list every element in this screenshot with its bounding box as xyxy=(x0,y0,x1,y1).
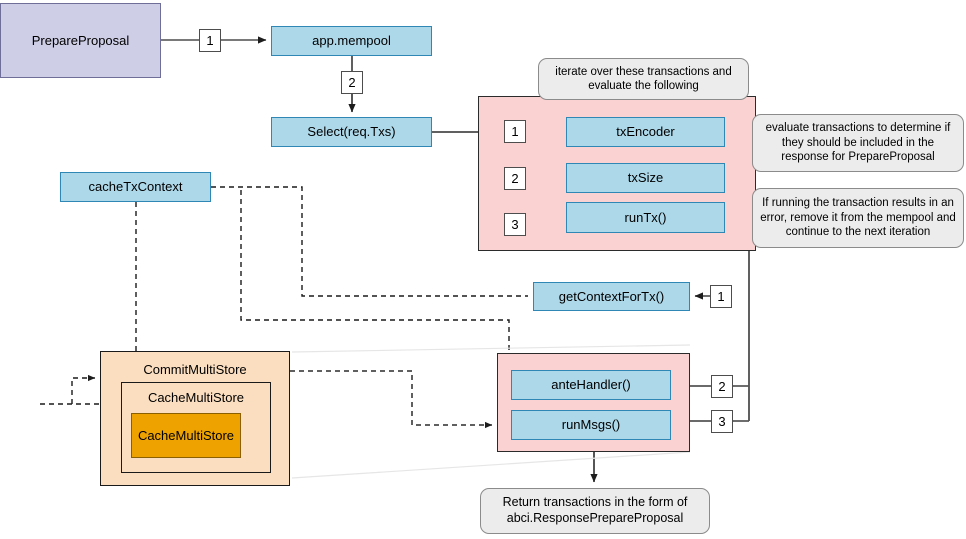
node-prepare-proposal[interactable]: PrepareProposal xyxy=(0,3,161,78)
cache-multi-store-outer-text: CacheMultiStore xyxy=(147,390,245,405)
badge-msgs-3: 3 xyxy=(711,410,733,433)
node-run-tx[interactable]: runTx() xyxy=(566,202,725,233)
badge-label: 2 xyxy=(348,75,356,90)
node-app-mempool-label: app.mempool xyxy=(312,33,391,49)
badge-iter-2: 2 xyxy=(504,167,526,190)
node-cache-multi-store-inner-label: CacheMultiStore xyxy=(137,427,235,443)
note-iterate-text: iterate over these transactions and eval… xyxy=(555,65,732,92)
note-return-response: Return transactions in the form of abci.… xyxy=(480,488,710,534)
note-evaluate-transactions: evaluate transactions to determine if th… xyxy=(752,114,964,172)
commit-multi-store-text: CommitMultiStore xyxy=(143,362,247,377)
badge-step-1-top: 1 xyxy=(199,29,221,52)
node-run-tx-label: runTx() xyxy=(624,209,667,225)
badge-ctx-1: 1 xyxy=(710,285,732,308)
node-select-req-txs-label: Select(req.Txs) xyxy=(307,124,396,140)
group-cache-multi-store-outer-label: CacheMultiStore xyxy=(121,390,271,405)
badge-label: 2 xyxy=(718,379,726,394)
badge-label: 3 xyxy=(718,414,726,429)
node-tx-encoder-label: txEncoder xyxy=(616,124,675,140)
node-ante-handler-label: anteHandler() xyxy=(551,377,631,393)
node-tx-encoder[interactable]: txEncoder xyxy=(566,117,725,147)
node-run-msgs[interactable]: runMsgs() xyxy=(511,410,671,440)
badge-label: 1 xyxy=(206,33,214,48)
badge-ante-2: 2 xyxy=(711,375,733,398)
node-cache-tx-context-label: cacheTxContext xyxy=(88,179,183,195)
badge-iter-3: 3 xyxy=(504,213,526,236)
node-select-req-txs[interactable]: Select(req.Txs) xyxy=(271,117,432,147)
note-error-handling: If running the transaction results in an… xyxy=(752,188,964,248)
badge-iter-1: 1 xyxy=(504,120,526,143)
note-return-text: Return transactions in the form of abci.… xyxy=(502,495,688,525)
node-get-context-for-tx[interactable]: getContextForTx() xyxy=(533,282,690,311)
badge-label: 1 xyxy=(511,124,519,139)
note-evaluate-text: evaluate transactions to determine if th… xyxy=(765,122,951,164)
badge-label: 1 xyxy=(717,289,725,304)
node-cache-multi-store-inner[interactable]: CacheMultiStore xyxy=(131,413,241,458)
group-commit-multi-store-label: CommitMultiStore xyxy=(100,362,290,377)
badge-label: 3 xyxy=(511,217,519,232)
node-app-mempool[interactable]: app.mempool xyxy=(271,26,432,56)
node-ante-handler[interactable]: anteHandler() xyxy=(511,370,671,400)
node-tx-size-label: txSize xyxy=(627,170,664,186)
note-iterate: iterate over these transactions and eval… xyxy=(538,58,749,100)
badge-label: 2 xyxy=(511,171,519,186)
node-cache-tx-context[interactable]: cacheTxContext xyxy=(60,172,211,202)
node-prepare-proposal-label: PrepareProposal xyxy=(31,32,130,48)
badge-step-2-top: 2 xyxy=(341,71,363,94)
node-get-context-for-tx-label: getContextForTx() xyxy=(558,288,665,304)
node-run-msgs-label: runMsgs() xyxy=(561,417,621,433)
node-tx-size[interactable]: txSize xyxy=(566,163,725,193)
note-error-text: If running the transaction results in an… xyxy=(760,197,956,239)
